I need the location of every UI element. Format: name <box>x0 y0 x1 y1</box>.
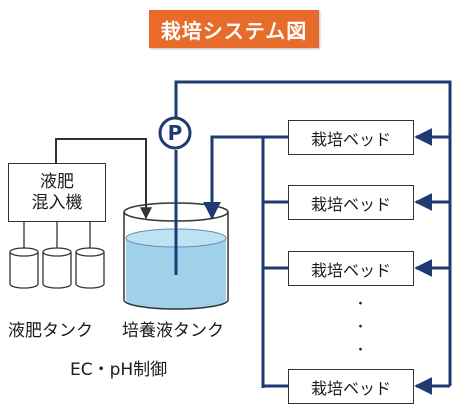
return-branches <box>263 135 288 388</box>
pump-icon: P <box>167 121 183 145</box>
tank-connectors <box>23 222 91 248</box>
continuation-dot: ・ <box>354 343 368 358</box>
fertilizer-tank-2 <box>42 252 72 289</box>
mixer-to-tank-pipe <box>55 138 152 220</box>
fertilizer-mixer: 液肥 混入機 <box>8 163 106 222</box>
diagram-title: 栽培システム図 <box>149 10 319 48</box>
fertilizer-tank-1 <box>9 252 39 289</box>
fertilizer-tanks <box>9 247 105 289</box>
continuation-dot: ・ <box>354 320 368 335</box>
supply-branches <box>414 128 450 395</box>
continuation-dot: ・ <box>354 297 368 312</box>
ec-ph-control-label: EC・pH制御 <box>70 360 168 380</box>
return-to-tank-pipe <box>203 135 263 220</box>
culture-tank-label: 培養液タンク <box>122 321 224 341</box>
cultivation-bed: 栽培ベッド <box>288 120 414 155</box>
mixer-label-line1: 液肥 <box>40 171 74 192</box>
supply-main-pipe <box>174 80 452 386</box>
cultivation-bed: 栽培ベッド <box>288 369 414 404</box>
cultivation-bed: 栽培ベッド <box>288 251 414 286</box>
fertilizer-tank-3 <box>75 252 105 289</box>
fertilizer-tank-label: 液肥タンク <box>8 321 93 341</box>
mixer-label-line2: 混入機 <box>31 192 83 213</box>
cultivation-bed: 栽培ベッド <box>288 185 414 220</box>
